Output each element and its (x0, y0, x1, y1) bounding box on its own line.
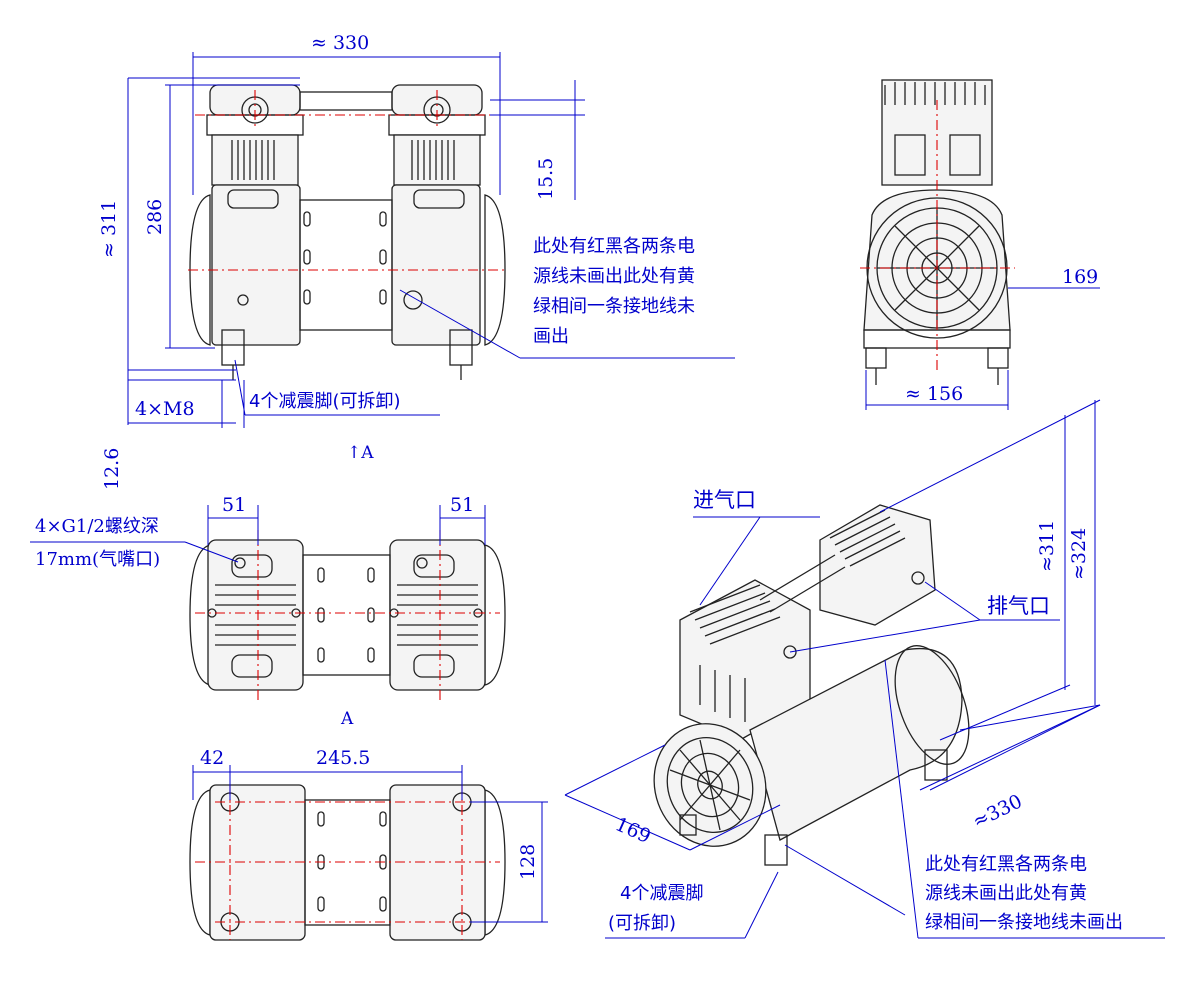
dim-side-156: ≈ 156 (905, 383, 964, 405)
view-a-label: A (341, 709, 354, 729)
inlet-label: 进气口 (693, 488, 756, 512)
front-view (188, 84, 506, 380)
front-view-dimensions (127, 52, 735, 428)
dim-side-169: 169 (1062, 266, 1099, 288)
dim-port-51-left: 51 (222, 494, 247, 516)
thread-note-2: 17mm(气嘴口) (35, 549, 161, 570)
bottom-view-dimensions (192, 765, 548, 923)
dim-height-286: 286 (144, 198, 166, 235)
view-arrow-label: ↑A (347, 443, 374, 463)
dim-bottom-245-5: 245.5 (316, 747, 371, 769)
dim-bottom-42: 42 (200, 747, 225, 769)
outlet-label: 排气口 (987, 594, 1050, 618)
dim-port-51-right: 51 (450, 494, 475, 516)
isometric-view (653, 504, 970, 866)
wire-note-line: 绿相间一条接地线未 (533, 296, 695, 317)
top-view (189, 530, 506, 700)
bottom-view (189, 784, 506, 941)
dim-iso-311: ≈311 (1036, 519, 1058, 572)
dim-iso-324: ≈324 (1068, 527, 1090, 580)
wire-note-line: 画出 (533, 326, 569, 347)
feet-note-iso-1: 4个减震脚 (620, 883, 704, 904)
thread-note-1: 4×G1/2螺纹深 (35, 516, 159, 537)
wire-note-line: 源线未画出此处有黄 (925, 883, 1087, 904)
feet-note: 4个减震脚(可拆卸) (249, 391, 401, 412)
dim-foot-thread: 4×M8 (135, 398, 195, 420)
dim-top-width: ≈ 330 (311, 32, 370, 54)
isometric-dimensions (564, 399, 1165, 939)
dim-bottom-128: 128 (517, 843, 539, 880)
feet-note-iso-2: (可拆卸) (608, 913, 677, 934)
wire-note-front: 此处有红黑各两条电 源线未画出此处有黄 绿相间一条接地线未 画出 (533, 232, 695, 352)
dim-12-6: 12.6 (101, 447, 123, 490)
wire-note-line: 源线未画出此处有黄 (533, 266, 695, 287)
wire-note-line: 此处有红黑各两条电 (925, 854, 1087, 875)
wire-note-iso: 此处有红黑各两条电 源线未画出此处有黄 绿相间一条接地线未画出 (925, 850, 1123, 937)
wire-note-line: 此处有红黑各两条电 (533, 236, 695, 257)
dim-15-5: 15.5 (535, 157, 557, 200)
side-view (860, 79, 1015, 385)
wire-note-line: 绿相间一条接地线未画出 (925, 912, 1123, 933)
view-arrow-letter: A (361, 443, 374, 463)
top-view-dimensions (30, 505, 486, 563)
dim-height-311: ≈ 311 (98, 199, 120, 258)
side-view-dimensions (865, 287, 1100, 410)
